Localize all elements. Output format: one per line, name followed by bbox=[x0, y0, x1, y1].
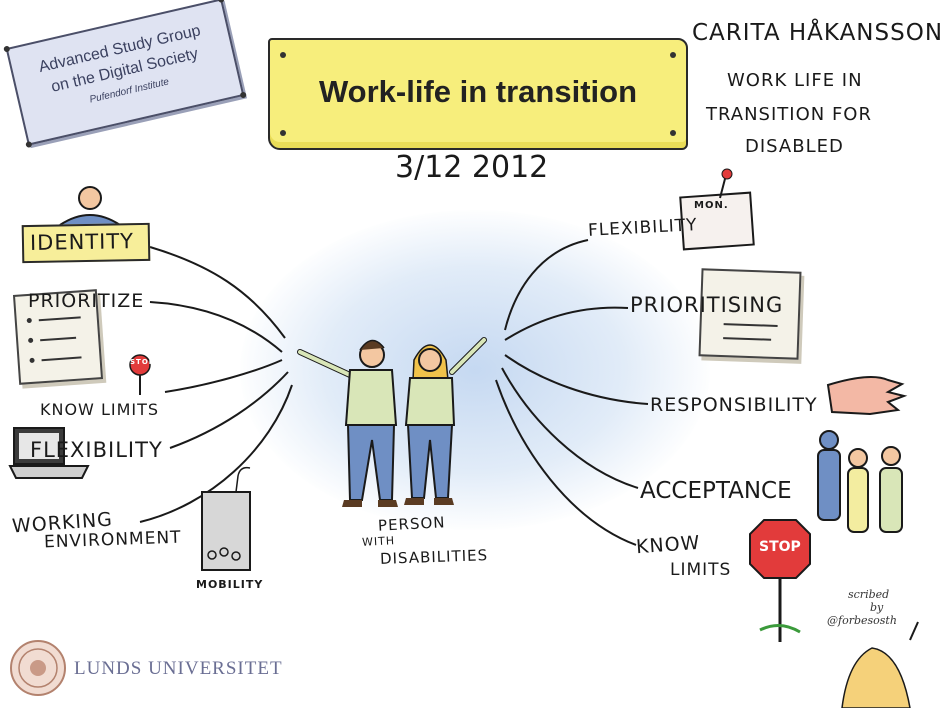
prioritize-label: PRIORITIZE bbox=[28, 290, 145, 312]
center-line-2: WITH bbox=[361, 534, 396, 549]
small-stop-sign-icon bbox=[129, 354, 151, 395]
branch-line-working-environment bbox=[139, 384, 293, 523]
pin-icon bbox=[280, 52, 286, 58]
identity-label: IDENTITY bbox=[29, 229, 135, 255]
hand-icon bbox=[826, 375, 908, 416]
scribe-line-2: by bbox=[870, 601, 884, 614]
center-line-1: PERSON bbox=[377, 513, 446, 535]
mobility-label: MOBILITY bbox=[196, 578, 264, 591]
stop-label: STOP bbox=[759, 539, 801, 555]
stop-sign-icon bbox=[749, 519, 811, 642]
speaker-line-1: WORK LIFE IN bbox=[727, 70, 863, 91]
branch-line-responsibility bbox=[504, 354, 649, 405]
branch-line-acceptance bbox=[501, 367, 639, 489]
lund-university-seal-icon bbox=[10, 640, 66, 696]
pin-icon bbox=[280, 130, 286, 136]
scribe-figure bbox=[841, 621, 919, 708]
know-label: KNOW bbox=[635, 531, 702, 559]
identity-box: IDENTITY bbox=[21, 222, 151, 264]
calendar-label: MON. bbox=[694, 200, 729, 211]
branch-line-prioritising bbox=[504, 306, 629, 341]
blue-cloud bbox=[240, 210, 710, 530]
pin-icon bbox=[670, 130, 676, 136]
title-banner: Work-life in transition bbox=[268, 38, 688, 150]
calendar-icon bbox=[679, 168, 755, 251]
limits-label: LIMITS bbox=[670, 560, 732, 580]
speaker-line-3: DISABLED bbox=[745, 136, 844, 157]
flexibility-left-label: FLEXIBILITY bbox=[30, 438, 163, 462]
branch-line-know-limits bbox=[164, 359, 283, 393]
speaker-line-2: TRANSITION FOR bbox=[706, 104, 872, 125]
pin-icon bbox=[670, 52, 676, 58]
small-stop-label: STOP bbox=[130, 358, 155, 366]
date: 3/12 2012 bbox=[395, 150, 549, 185]
branch-line-flexibility-right bbox=[504, 239, 589, 331]
banner-title: Work-life in transition bbox=[318, 74, 638, 109]
identity-person-icon bbox=[59, 186, 121, 226]
prioritising-label: PRIORITISING bbox=[630, 293, 784, 317]
office-box-icon bbox=[201, 466, 251, 571]
scribe-line-1: scribed bbox=[848, 588, 890, 601]
branch-line-know-limits-right bbox=[495, 379, 637, 546]
laptop-icon bbox=[8, 427, 90, 479]
group-people-icon bbox=[817, 430, 903, 533]
branch-line-flexibility bbox=[169, 371, 289, 449]
speaker-name: CARITA HÅKANSSON bbox=[692, 20, 940, 46]
center-line-3: DISABILITIES bbox=[379, 546, 489, 568]
woman-figure bbox=[404, 337, 487, 505]
branch-line-prioritize bbox=[149, 301, 283, 353]
man-figure bbox=[297, 339, 398, 507]
lund-university-logo-text: LUNDS UNIVERSITET bbox=[74, 658, 283, 679]
acceptance-label: ACCEPTANCE bbox=[640, 478, 792, 504]
responsibility-label: RESPONSIBILITY bbox=[650, 394, 818, 416]
scribe-line-3: @forbesosth bbox=[827, 614, 897, 627]
branch-line-identity bbox=[149, 246, 286, 339]
know-limits-label: KNOW LIMITS bbox=[40, 400, 160, 419]
